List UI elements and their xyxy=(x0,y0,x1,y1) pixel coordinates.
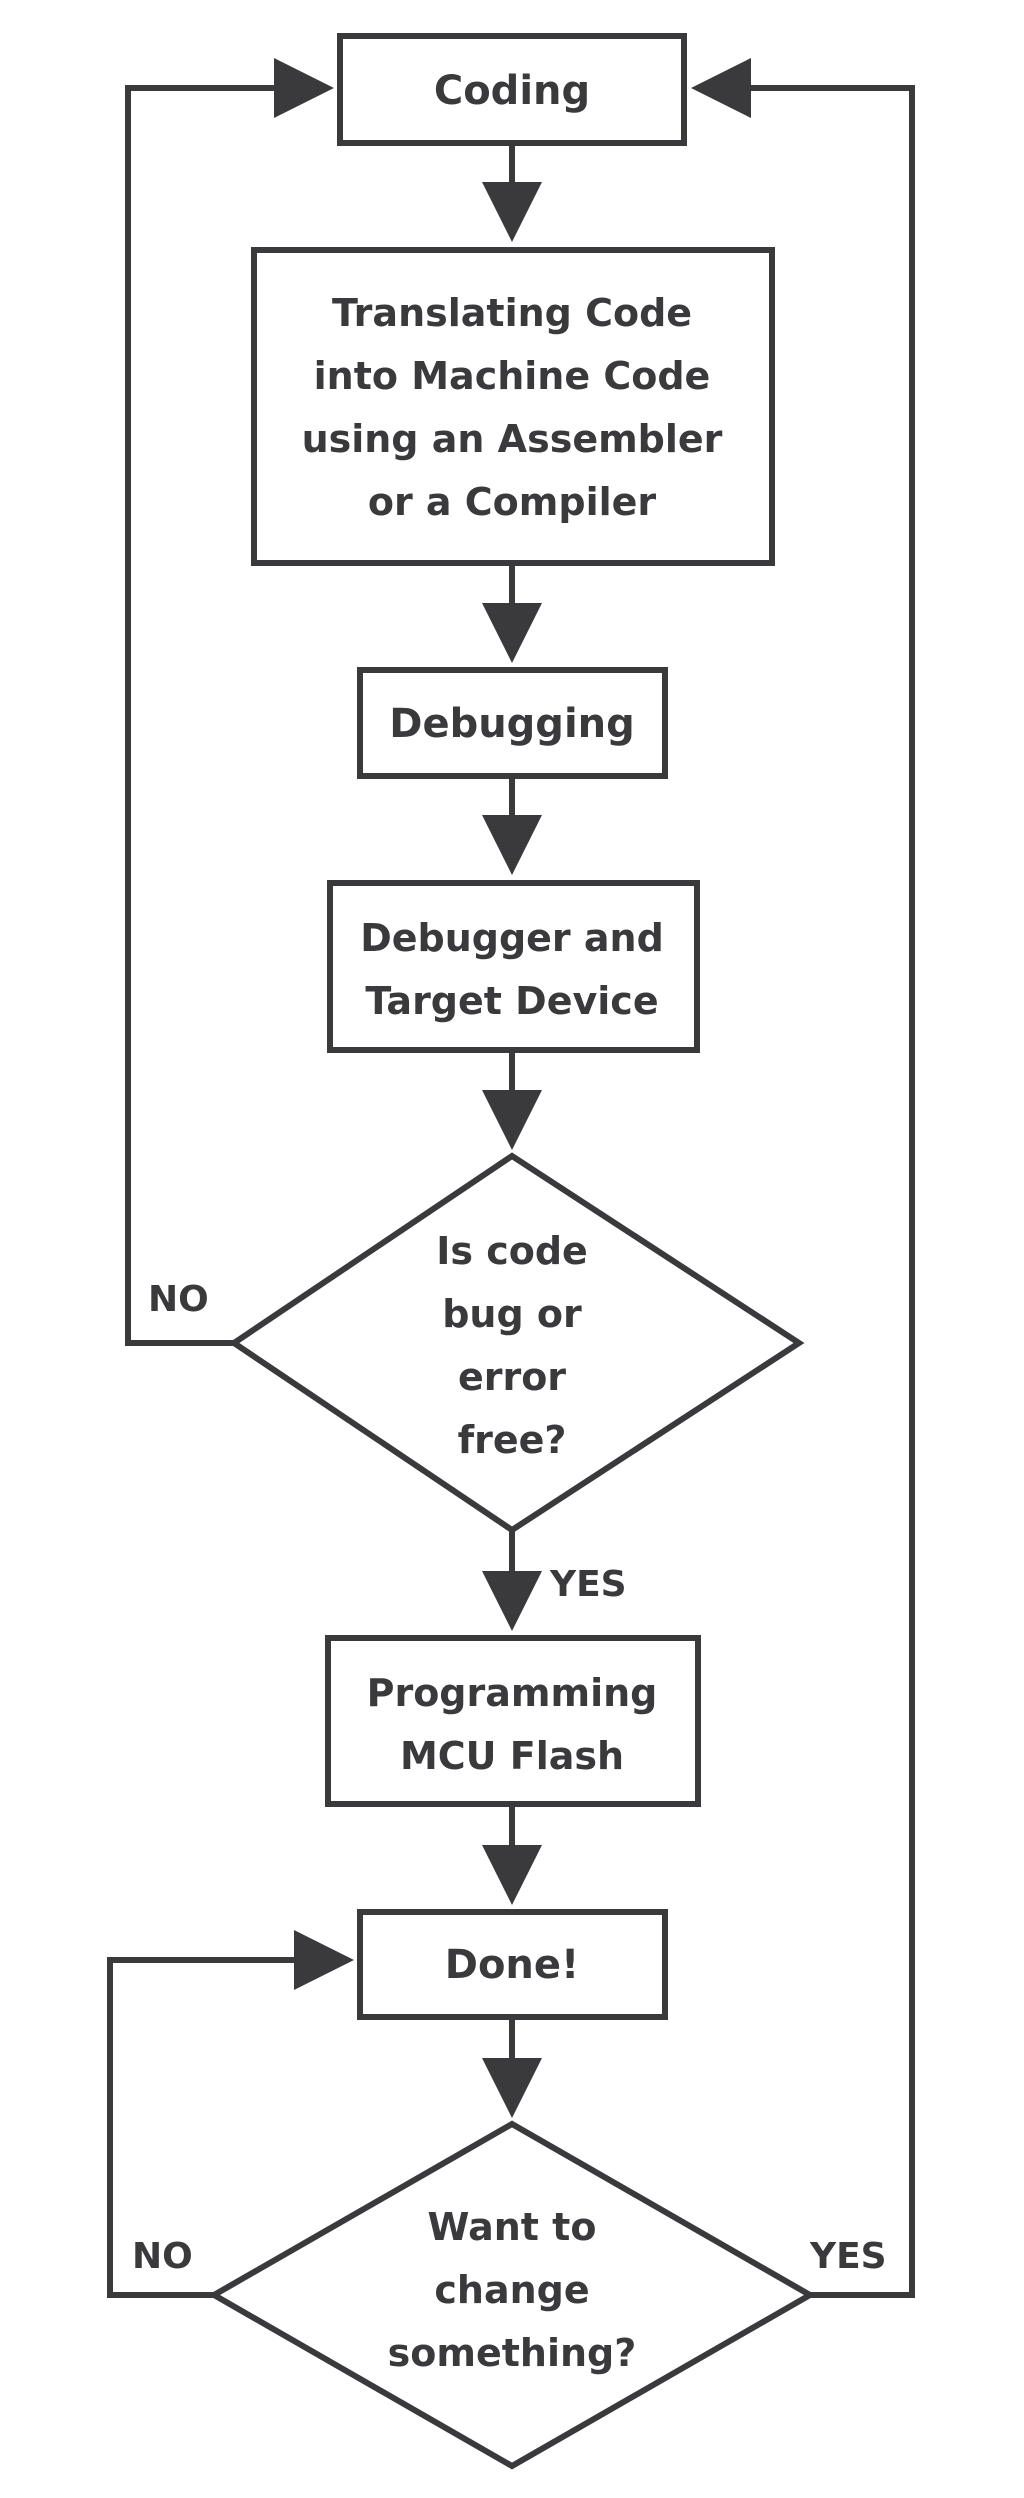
label-translate-line-4: or a Compiler xyxy=(368,480,657,524)
node-translate xyxy=(251,247,775,566)
label-change-line-2: change xyxy=(434,2268,589,2312)
node-done xyxy=(357,1909,668,2020)
label-translate-line-2: into Machine Code xyxy=(314,354,711,398)
node-decision-bug-free xyxy=(228,1152,805,1534)
edge-label-change-no: NO xyxy=(132,2236,193,2277)
label-change-line-3: something? xyxy=(388,2331,637,2375)
edge-label-bug-free-yes: YES xyxy=(549,1564,627,1605)
edge-label-bug-free-no: NO xyxy=(148,1279,209,1320)
label-coding: Coding xyxy=(434,68,590,114)
node-debugger-target xyxy=(327,880,700,1053)
edge-label-change-yes: YES xyxy=(809,2236,887,2277)
loop-bug-free-no-to-coding xyxy=(125,58,334,1346)
label-done: Done! xyxy=(445,1942,580,1988)
label-programming-line-2: MCU Flash xyxy=(400,1734,624,1778)
label-bug-free-line-4: free? xyxy=(458,1418,567,1462)
node-programming xyxy=(325,1635,701,1807)
node-coding xyxy=(337,33,687,146)
loop-change-yes-to-coding xyxy=(691,58,915,2298)
label-debugger-target-line-1: Debugger and xyxy=(360,916,664,960)
node-decision-change xyxy=(207,2120,817,2470)
label-translate-line-1: Translating Code xyxy=(332,291,692,335)
loop-change-no-to-done xyxy=(107,1930,354,2298)
label-debugger-target-line-2: Target Device xyxy=(365,979,658,1023)
label-bug-free-line-1: Is code xyxy=(436,1229,588,1273)
label-bug-free-line-2: bug or xyxy=(442,1292,582,1336)
label-programming-line-1: Programming xyxy=(367,1671,658,1715)
label-debugging: Debugging xyxy=(389,701,635,747)
label-change-line-1: Want to xyxy=(428,2205,597,2249)
label-bug-free-line-3: error xyxy=(458,1355,566,1399)
node-debugging xyxy=(357,667,668,779)
label-translate-line-3: using an Assembler xyxy=(302,417,723,461)
